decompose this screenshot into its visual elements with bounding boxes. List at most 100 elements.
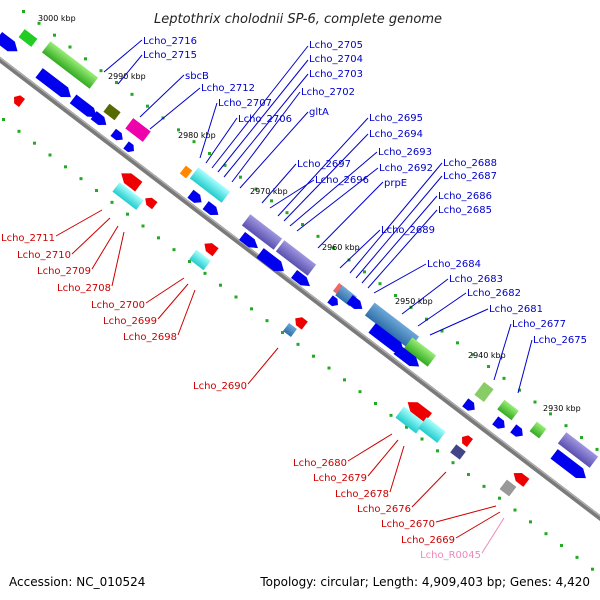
tick-dot xyxy=(513,508,517,512)
gene-arrow xyxy=(90,111,107,125)
gene-label: Lcho_2675 xyxy=(533,335,587,346)
tick-dot xyxy=(130,92,134,96)
gene-label: Lcho_2697 xyxy=(297,159,351,170)
gene-label: Lcho_2705 xyxy=(309,40,363,51)
gene-feature xyxy=(492,416,505,429)
gene-feature xyxy=(239,231,258,249)
gene-feature xyxy=(0,31,18,52)
tick-dot xyxy=(48,153,52,157)
tick-dot xyxy=(595,447,599,451)
tick-dot xyxy=(285,211,289,215)
gene-feature xyxy=(18,29,38,47)
gene-arrow xyxy=(256,248,284,272)
gene-feature xyxy=(550,449,586,479)
gene-feature xyxy=(403,337,437,367)
accession-text: Accession: NC_010524 xyxy=(9,575,145,589)
gene-feature xyxy=(241,214,283,250)
tick-label: 2930 kbp xyxy=(543,404,581,413)
gene-arrow xyxy=(239,231,258,249)
gene-label: Lcho_2710 xyxy=(17,250,71,261)
tick-dot xyxy=(270,199,273,203)
gene-label: Lcho_2686 xyxy=(438,191,492,202)
tick-dot xyxy=(110,200,114,204)
tick-dot xyxy=(37,21,41,25)
tick-dot xyxy=(301,223,304,227)
gene-block xyxy=(125,118,151,142)
gene-feature xyxy=(187,189,202,203)
tick-dot xyxy=(487,365,490,369)
gene-feature xyxy=(179,165,193,179)
gene-arrow xyxy=(110,128,123,141)
gene-label: Lcho_2699 xyxy=(103,316,157,327)
gene-label: Lcho_2712 xyxy=(201,83,255,94)
tick-dot xyxy=(343,378,346,382)
tick-dot xyxy=(234,295,238,299)
tick-dot xyxy=(549,412,552,416)
gene-label: sbcB xyxy=(185,71,209,82)
gene-arrow xyxy=(513,473,530,487)
gene-block xyxy=(450,444,466,460)
tick-dot xyxy=(126,212,129,216)
tick-dot xyxy=(560,544,563,548)
gene-label: Lcho_2715 xyxy=(143,50,197,61)
tick-dot xyxy=(99,69,103,73)
gene-label: Lcho_2702 xyxy=(301,87,355,98)
gene-feature xyxy=(368,323,404,353)
genome-backbone-highlight xyxy=(0,57,600,517)
tick-dot xyxy=(533,400,537,404)
gene-arrow xyxy=(368,323,404,353)
tick-dot xyxy=(580,436,583,440)
tick-dot xyxy=(172,248,176,252)
gene-arrow xyxy=(462,398,475,411)
gene-block xyxy=(112,182,144,210)
tick-dot xyxy=(68,45,72,49)
tick-dot xyxy=(265,319,269,323)
gene-feature xyxy=(35,68,71,98)
tick-dot xyxy=(33,141,36,145)
gene-label: Lcho_2676 xyxy=(357,504,411,515)
gene-label: Lcho_2695 xyxy=(369,113,423,124)
gene-feature xyxy=(69,94,97,118)
gene-arrow xyxy=(35,68,71,98)
tick-dot xyxy=(79,177,83,181)
tick-dot xyxy=(591,567,594,571)
gene-block xyxy=(403,337,437,367)
gene-block xyxy=(103,103,121,121)
gene-arrow xyxy=(407,402,432,423)
gene-label: gltA xyxy=(309,107,329,118)
tick-label: 2950 kbp xyxy=(395,297,433,306)
gene-feature xyxy=(110,128,123,141)
gene-label: Lcho_2670 xyxy=(381,519,435,530)
tick-dot xyxy=(95,189,98,193)
gene-label: Lcho_R0045 xyxy=(420,550,481,561)
tick-labels: 3000 kbp 2990 kbp 2980 kbp 2970 kbp 2960… xyxy=(38,14,581,413)
gene-feature xyxy=(14,95,26,108)
tick-dot xyxy=(518,388,521,392)
gene-arrow xyxy=(510,424,523,437)
tick-dot xyxy=(2,118,5,121)
leader-lines-lower xyxy=(55,209,501,539)
gene-label: Lcho_2687 xyxy=(443,171,497,182)
gene-block xyxy=(529,421,547,439)
tick-dot xyxy=(425,317,428,321)
gene-label: Lcho_2709 xyxy=(37,266,91,277)
gene-feature xyxy=(462,435,474,448)
gene-label: Lcho_2681 xyxy=(489,304,543,315)
tick-dot xyxy=(467,473,470,477)
gene-label: Lcho_2685 xyxy=(438,205,492,216)
tick-dot xyxy=(405,425,408,429)
tick-label: 2960 kbp xyxy=(322,243,360,252)
gene-block xyxy=(364,302,420,350)
gene-feature xyxy=(202,201,219,215)
gene-feature xyxy=(282,322,298,338)
tick-dot xyxy=(22,10,25,13)
tick-dot xyxy=(84,57,87,61)
gene-block xyxy=(499,479,517,497)
gene-feature xyxy=(145,197,158,210)
gene-block xyxy=(418,417,446,443)
tick-dot xyxy=(544,532,548,536)
tick-dot xyxy=(482,484,486,488)
gene-label: Lcho_2677 xyxy=(512,319,566,330)
gene-feature xyxy=(497,399,519,421)
gene-label: Lcho_2708 xyxy=(57,283,111,294)
